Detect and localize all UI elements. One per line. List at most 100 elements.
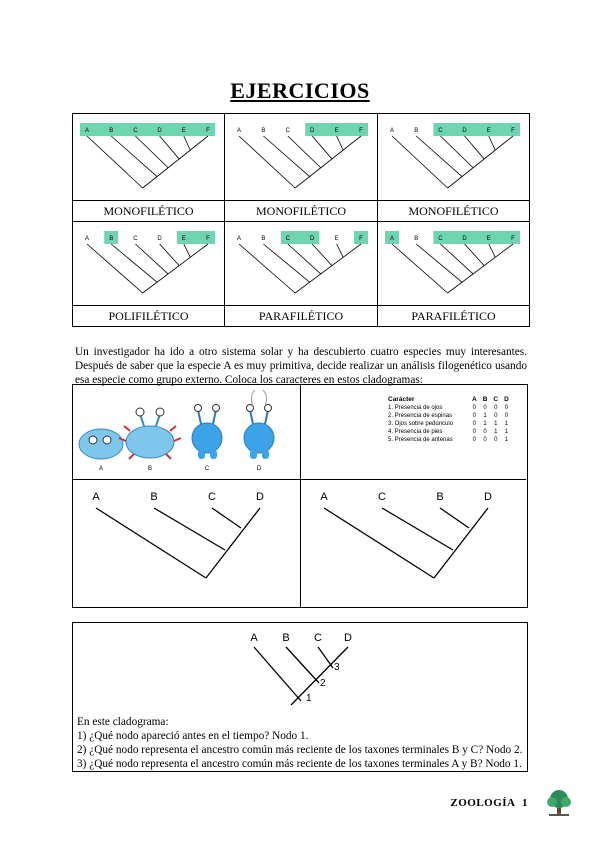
leaf-label: C: [314, 632, 322, 644]
branch-line: [392, 136, 448, 188]
branch-line: [143, 136, 208, 188]
leaf-label: D: [462, 236, 467, 242]
branch-line: [87, 244, 143, 293]
creature-label: C: [205, 466, 210, 472]
leaf-label: F: [359, 236, 363, 242]
page-number: 1: [522, 797, 528, 809]
page-title: EJERCICIOS: [0, 78, 600, 104]
character-table: CarácterABCD1. Presencia de ojos00002. P…: [385, 395, 512, 444]
caption: MONOFILÉTICO: [225, 201, 378, 222]
branch-line: [184, 136, 190, 150]
highlight-group: [80, 123, 215, 136]
leaf-label: D: [462, 128, 467, 134]
caption: MONOFILÉTICO: [378, 201, 530, 222]
leaf-label: B: [261, 128, 265, 134]
branch-line: [291, 647, 348, 705]
caption: POLIFILÉTICO: [73, 306, 225, 327]
table-row: 5. Presencia de antenas0001: [385, 436, 512, 444]
leaf-label: B: [414, 128, 418, 134]
branch-line: [448, 244, 513, 293]
table-header-cell: A: [469, 395, 480, 404]
table-cell: 0: [480, 436, 491, 444]
branch-line: [263, 244, 309, 282]
table-cell: 0: [490, 404, 501, 412]
leaf-label: C: [133, 128, 138, 134]
branch-line: [448, 136, 513, 188]
leaf-label: F: [511, 128, 515, 134]
branch-line: [295, 136, 361, 188]
caption: MONOFILÉTICO: [73, 201, 225, 222]
table-cell: 1: [490, 420, 501, 428]
leaf-label: D: [310, 236, 315, 242]
cladogram-right: ACBD: [302, 482, 526, 606]
question-3: 3) ¿Qué nodo representa el ancestro comú…: [77, 757, 525, 771]
leaf-label: A: [237, 128, 241, 134]
branch-line: [440, 508, 469, 528]
creature-label: D: [257, 466, 262, 472]
leaf-label: E: [182, 236, 186, 242]
questions: En este cladograma: 1) ¿Qué nodo apareci…: [77, 715, 525, 771]
leaf-label: F: [206, 236, 210, 242]
table-cell: 1: [480, 412, 491, 420]
branch-line: [263, 136, 309, 177]
table-cell: 0: [501, 412, 512, 420]
branch-line: [143, 244, 208, 293]
table-cell: 0: [480, 404, 491, 412]
leaf-label: B: [109, 128, 113, 134]
leaf-label: F: [359, 128, 363, 134]
footer: ZOOLOGÍA 1: [450, 797, 528, 809]
branch-line: [489, 136, 495, 150]
branch-line: [392, 244, 448, 293]
leaf-label: A: [92, 491, 100, 503]
branch-line: [465, 244, 485, 266]
footer-label: ZOOLOGÍA: [450, 797, 515, 809]
table-header-cell: C: [490, 395, 501, 404]
node-number: 1: [306, 693, 312, 704]
table-cell: 3. Ojos sobre pedúnculo: [385, 420, 469, 428]
branch-line: [295, 244, 361, 293]
branch-line: [416, 244, 462, 282]
leaf-label: D: [256, 491, 264, 503]
leaf-label: B: [436, 491, 443, 503]
table-cell: 0: [469, 436, 480, 444]
branch-line: [160, 136, 180, 159]
branch-line: [212, 508, 241, 528]
node-number: 2: [320, 678, 326, 689]
leaf-label: C: [286, 236, 291, 242]
table-cell: 2. Presencia de espinas: [385, 412, 469, 420]
branch-line: [312, 244, 332, 266]
cladogram-figure: ABCDEF: [73, 222, 224, 305]
branch-line: [489, 244, 495, 257]
branch-line: [160, 244, 180, 266]
table-cell: 0: [469, 420, 480, 428]
leaf-label: A: [85, 236, 89, 242]
creature-label: A: [99, 466, 103, 472]
branch-line: [239, 244, 295, 293]
creatures-illustration: A B C D: [74, 386, 299, 478]
leaf-label: C: [133, 236, 138, 242]
leaf-label: E: [335, 236, 339, 242]
questions-intro: En este cladograma:: [77, 715, 525, 729]
table-cell: 1: [501, 436, 512, 444]
creature-d: [244, 390, 274, 459]
branch-line: [111, 244, 157, 282]
table-cell: 1: [501, 428, 512, 436]
table-cell: 0: [480, 428, 491, 436]
table-cell: 1: [490, 428, 501, 436]
cladogram-grid: ABCDEF ABCDEF ABCDEF MONOFILÉTICO MONOFI…: [72, 113, 530, 327]
table-header-cell: Carácter: [385, 395, 469, 404]
table-cell: 0: [469, 428, 480, 436]
leaf-label: D: [310, 128, 315, 134]
cladogram-left: ABCD: [74, 482, 298, 606]
creature-c: [192, 405, 222, 460]
table-cell: 1. Presencia de ojos: [385, 404, 469, 412]
leaf-label: C: [438, 128, 443, 134]
leaf-label: C: [378, 491, 386, 503]
creature-b: [119, 408, 181, 459]
leaf-label: B: [109, 236, 113, 242]
